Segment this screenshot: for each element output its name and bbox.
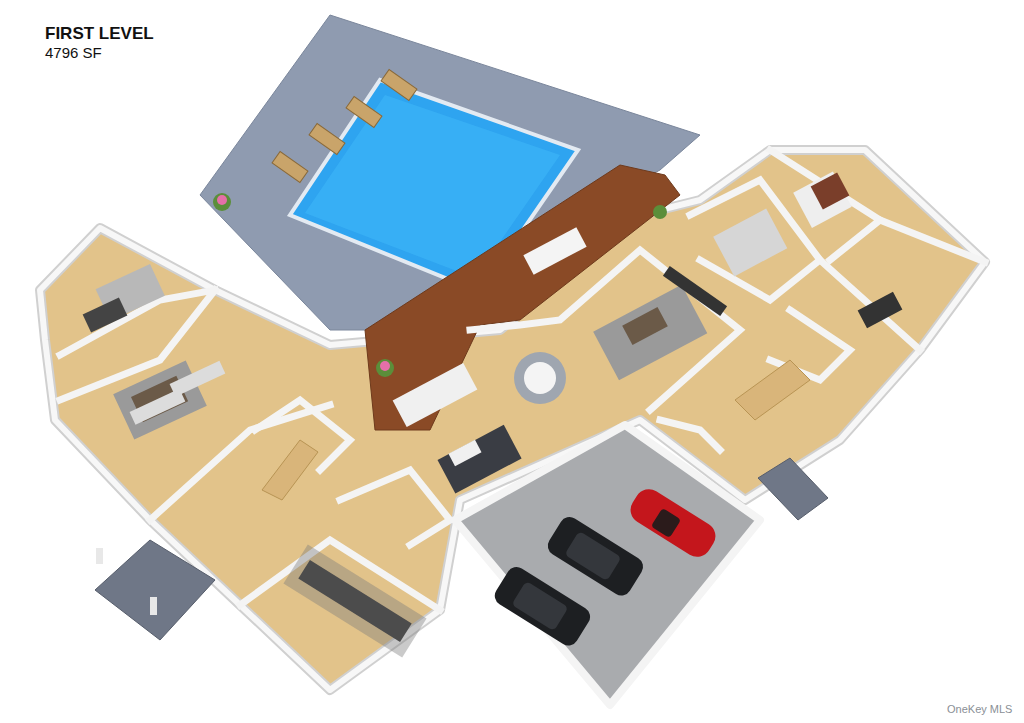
plant <box>376 359 394 377</box>
house-floor <box>40 150 985 690</box>
plant <box>380 361 390 371</box>
entry-steps <box>95 458 828 640</box>
garage-floor <box>455 425 760 705</box>
furniture <box>83 172 903 658</box>
outer-wall <box>40 150 985 690</box>
plan-title: FIRST LEVEL <box>45 24 154 44</box>
deck-table <box>523 227 586 275</box>
wood-deck <box>365 165 680 430</box>
plant <box>217 195 227 205</box>
plant <box>653 205 667 219</box>
cars <box>491 484 721 649</box>
watermark: OneKey MLS <box>947 703 1012 715</box>
plant <box>213 193 231 211</box>
posts <box>96 548 157 615</box>
loungers <box>272 70 417 183</box>
area-label: 4796 SF <box>45 44 102 61</box>
